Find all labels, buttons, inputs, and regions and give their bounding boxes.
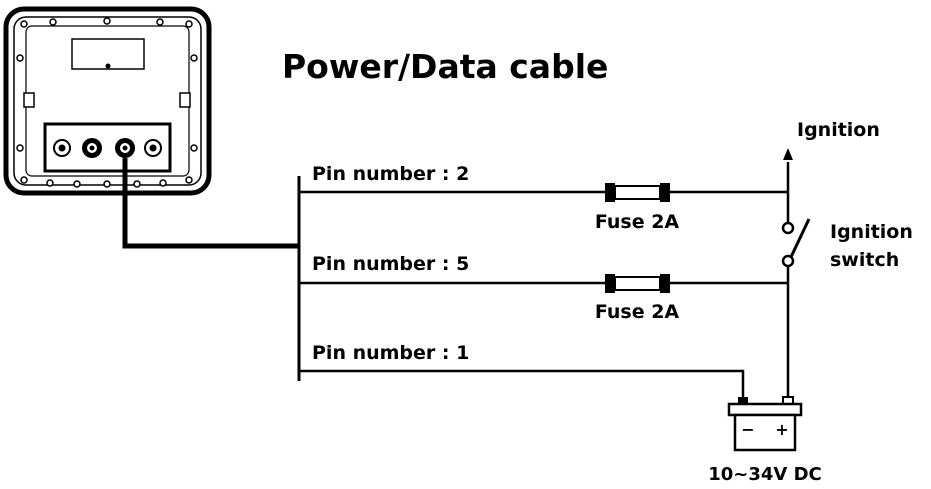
ignition-arrow-icon xyxy=(783,148,793,160)
battery-plus-sign: + xyxy=(775,420,788,439)
connector-ports xyxy=(53,138,162,158)
fuse-2 xyxy=(605,274,670,293)
fuse-2-label: Fuse 2A xyxy=(595,301,680,323)
diagram-title: Power/Data cable xyxy=(282,47,608,86)
battery-icon xyxy=(727,396,803,452)
pin-1-label: Pin number : 1 xyxy=(312,342,469,364)
pin1-wire xyxy=(299,369,745,399)
pin-2-label: Pin number : 2 xyxy=(312,163,469,185)
battery-minus-sign: − xyxy=(741,420,754,439)
wires xyxy=(299,162,790,399)
battery-voltage-label: 10~34V DC xyxy=(708,464,822,485)
ignition-switch-label-line2: switch xyxy=(830,249,899,271)
fuse-1 xyxy=(605,183,670,202)
ignition-switch-icon xyxy=(781,218,811,268)
ignition-switch-label-line1: Ignition xyxy=(830,221,913,243)
power-data-cable xyxy=(122,158,299,249)
ignition-label: Ignition xyxy=(797,119,880,141)
screw-holes xyxy=(16,17,198,188)
device-rear-panel xyxy=(3,6,212,196)
fuse-1-label: Fuse 2A xyxy=(595,211,680,233)
pin-5-label: Pin number : 5 xyxy=(312,253,469,275)
